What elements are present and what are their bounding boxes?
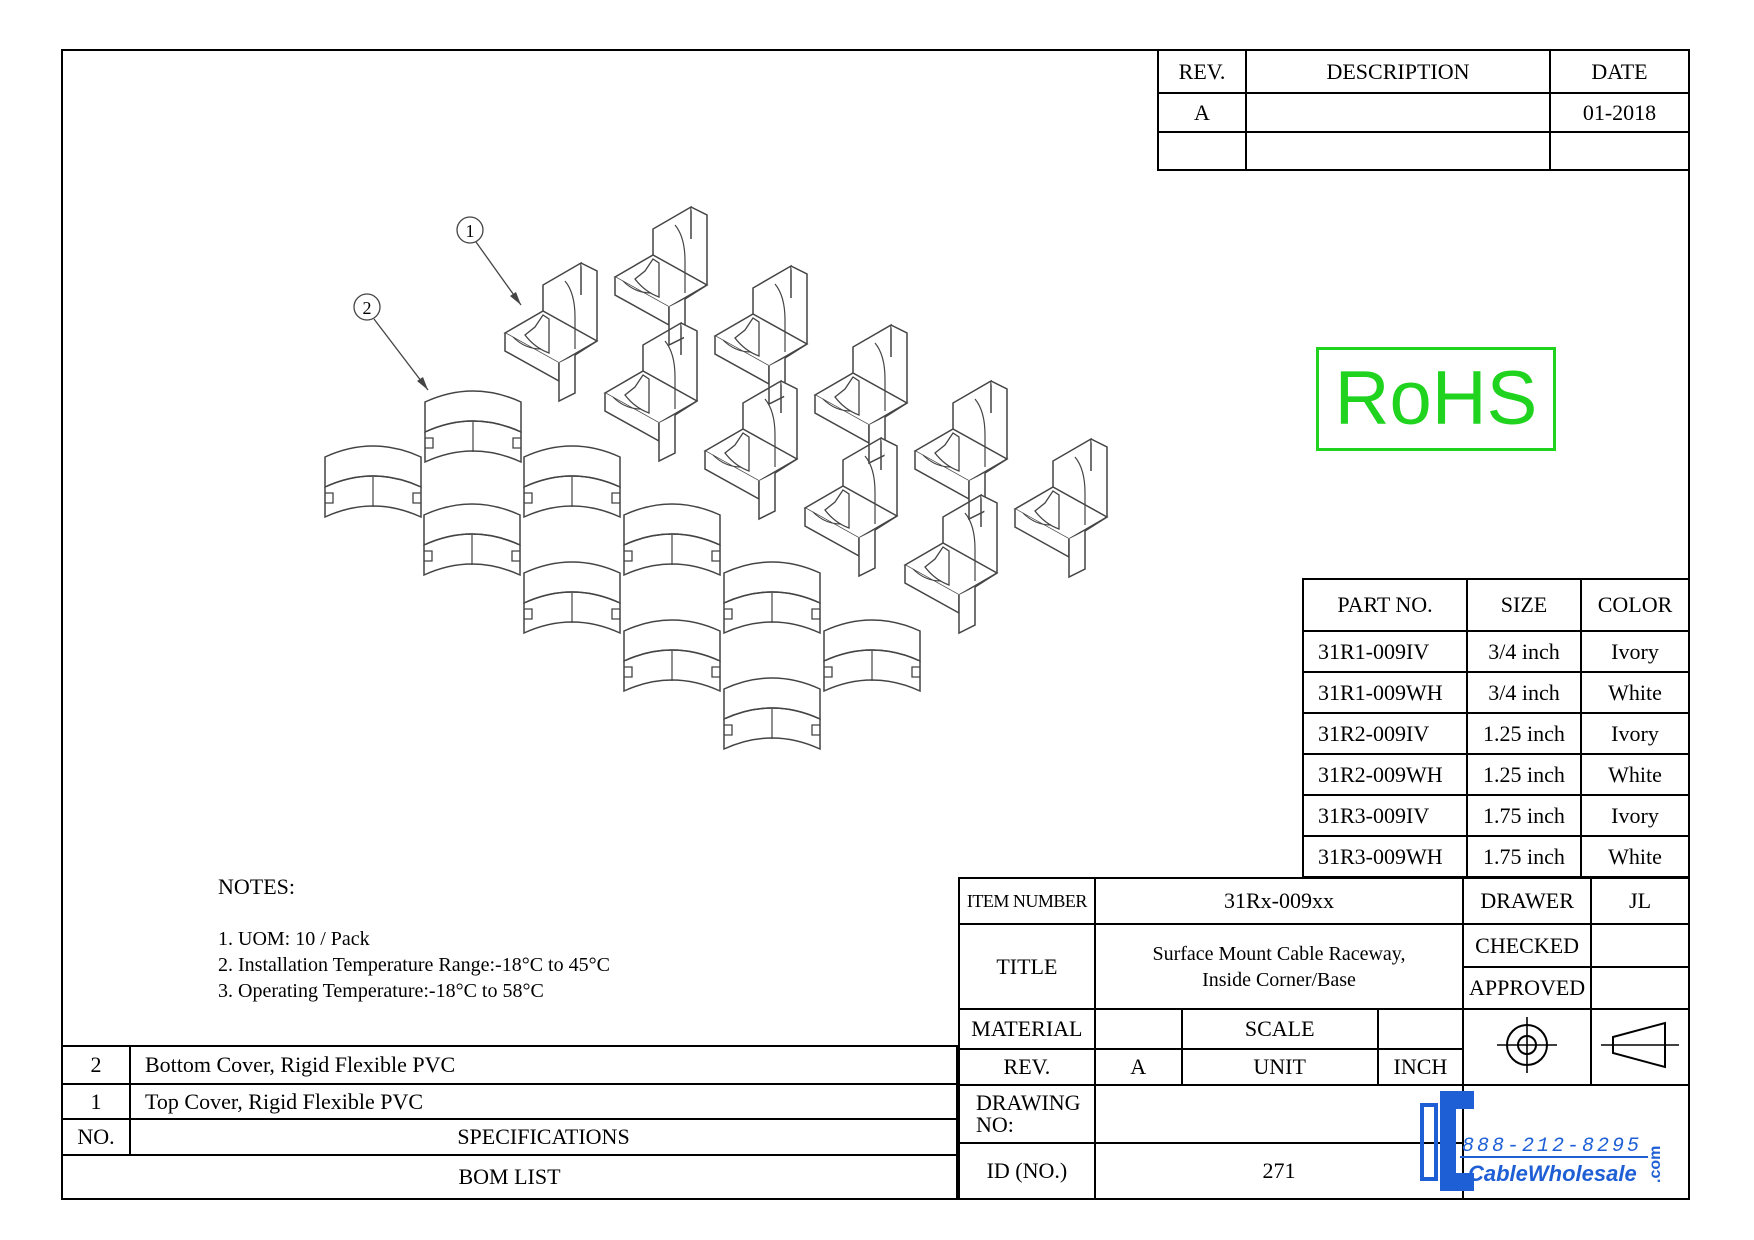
note-item: 2. Installation Temperature Range:-18°C … xyxy=(218,954,610,976)
part-no-cell: 31R1-009IV xyxy=(1302,630,1468,673)
material-label: MATERIAL xyxy=(958,1008,1096,1050)
scale-value xyxy=(1376,1008,1465,1050)
callout-2-label: 2 xyxy=(363,298,372,318)
bom-no-cell: 1 xyxy=(61,1083,131,1120)
title-value: Surface Mount Cable Raceway, Inside Corn… xyxy=(1093,923,1465,1010)
bom-spec-cell: Top Cover, Rigid Flexible PVC xyxy=(129,1083,958,1120)
logo-tld: .com xyxy=(1647,1146,1664,1183)
date-cell: 01-2018 xyxy=(1549,92,1690,133)
approved-value xyxy=(1590,966,1690,1010)
cone-projection-icon xyxy=(1601,1021,1680,1068)
description-cell xyxy=(1245,131,1551,171)
rev-label: REV. xyxy=(958,1048,1096,1086)
note-item: 3. Operating Temperature:-18°C to 58°C xyxy=(218,980,544,1002)
drawing-no-label: DRAWING NO: xyxy=(958,1084,1096,1144)
drawer-label: DRAWER xyxy=(1462,877,1593,925)
bom-spec-cell: Bottom Cover, Rigid Flexible PVC xyxy=(129,1045,958,1085)
size-cell: 3/4 inch xyxy=(1466,671,1582,714)
rohs-badge: RoHS xyxy=(1316,347,1556,451)
description-header: DESCRIPTION xyxy=(1245,49,1551,94)
rev-header: REV. xyxy=(1157,49,1247,94)
cablewholesale-logo: 888-212-8295 CableWholesale .com xyxy=(1420,1091,1664,1191)
unit-label: UNIT xyxy=(1180,1048,1379,1086)
part-no-cell: 31R2-009WH xyxy=(1302,753,1468,796)
color-cell: White xyxy=(1580,753,1690,796)
title-line-2: Inside Corner/Base xyxy=(1202,968,1356,991)
size-cell: 1.25 inch xyxy=(1466,712,1582,755)
rev-value: A xyxy=(1093,1048,1183,1086)
callout-2-circle xyxy=(353,293,381,321)
material-value xyxy=(1093,1008,1183,1050)
projection-cone-symbol xyxy=(1590,1008,1690,1086)
size-cell: 3/4 inch xyxy=(1466,630,1582,673)
size-cell: 1.75 inch xyxy=(1466,794,1582,837)
approved-label: APPROVED xyxy=(1462,966,1593,1010)
logo-brand: CableWholesale xyxy=(1468,1161,1637,1186)
title-block: ITEM NUMBER 31Rx-009xx DRAWER JL TITLE S… xyxy=(958,877,1690,1200)
drawing-no-value xyxy=(1093,1084,1465,1144)
crosshair-icon xyxy=(1497,1016,1558,1073)
drawer-value: JL xyxy=(1590,877,1690,925)
notes-heading: NOTES: xyxy=(218,874,295,899)
checked-value xyxy=(1590,923,1690,968)
note-item: 1. UOM: 10 / Pack xyxy=(218,928,370,950)
part-no-cell: 31R3-009WH xyxy=(1302,835,1468,878)
scale-label: SCALE xyxy=(1180,1008,1379,1050)
rev-cell xyxy=(1157,131,1247,171)
bom-no-header: NO. xyxy=(61,1118,131,1156)
revision-table: REV. DESCRIPTION DATE A 01-2018 xyxy=(1157,49,1690,171)
item-number-label: ITEM NUMBER xyxy=(958,877,1096,925)
drawing-frame xyxy=(61,49,1690,1200)
date-header: DATE xyxy=(1549,49,1690,94)
size-cell: 1.25 inch xyxy=(1466,753,1582,796)
part-no-cell: 31R3-009IV xyxy=(1302,794,1468,837)
bom-table: 2 Bottom Cover, Rigid Flexible PVC 1 Top… xyxy=(61,1045,958,1200)
checked-label: CHECKED xyxy=(1462,923,1593,968)
logo-phone: 888-212-8295 xyxy=(1462,1135,1642,1158)
logo-c-mark xyxy=(1440,1091,1474,1191)
unit-value: INCH xyxy=(1376,1048,1465,1086)
item-number-value: 31Rx-009xx xyxy=(1093,877,1465,925)
color-cell: Ivory xyxy=(1580,712,1690,755)
bom-spec-header: SPECIFICATIONS xyxy=(129,1118,958,1156)
callout-1-label: 1 xyxy=(466,221,475,241)
id-value: 271 xyxy=(1093,1142,1465,1200)
projection-target-symbol xyxy=(1462,1008,1593,1086)
bom-no-cell: 2 xyxy=(61,1045,131,1085)
notes-list: 1. UOM: 10 / Pack 2. Installation Temper… xyxy=(218,926,610,1004)
logo-cell xyxy=(1462,1084,1690,1200)
callout-1-circle xyxy=(456,216,484,244)
part-no-cell: 31R1-009WH xyxy=(1302,671,1468,714)
title-line-1: Surface Mount Cable Raceway, xyxy=(1152,942,1406,965)
title-label: TITLE xyxy=(958,923,1096,1010)
part-no-cell: 31R2-009IV xyxy=(1302,712,1468,755)
color-cell: White xyxy=(1580,671,1690,714)
size-header: SIZE xyxy=(1466,578,1582,632)
size-cell: 1.75 inch xyxy=(1466,835,1582,878)
id-label: ID (NO.) xyxy=(958,1142,1096,1200)
description-cell xyxy=(1245,92,1551,133)
bom-list-footer: BOM LIST xyxy=(61,1154,958,1200)
rev-cell: A xyxy=(1157,92,1247,133)
date-cell xyxy=(1549,131,1690,171)
color-cell: Ivory xyxy=(1580,630,1690,673)
part-no-header: PART NO. xyxy=(1302,578,1468,632)
color-header: COLOR xyxy=(1580,578,1690,632)
color-cell: Ivory xyxy=(1580,794,1690,837)
color-cell: White xyxy=(1580,835,1690,878)
